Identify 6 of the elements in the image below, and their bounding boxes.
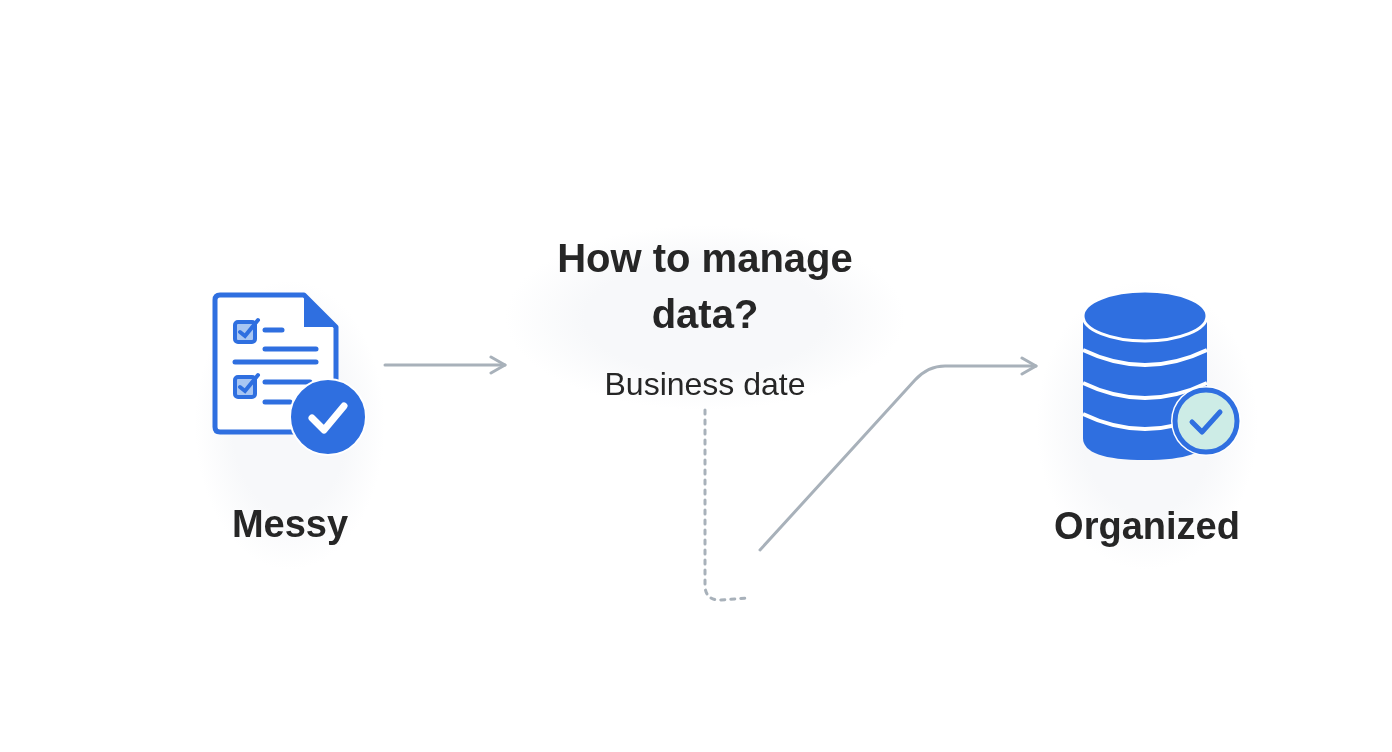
subtitle: Business date [603,365,807,404]
question-heading: How to manage data? [556,235,854,338]
node-label: Organized [1053,504,1241,549]
arrow [758,356,1038,552]
arrow [383,355,507,375]
node-label: Messy [230,502,350,547]
